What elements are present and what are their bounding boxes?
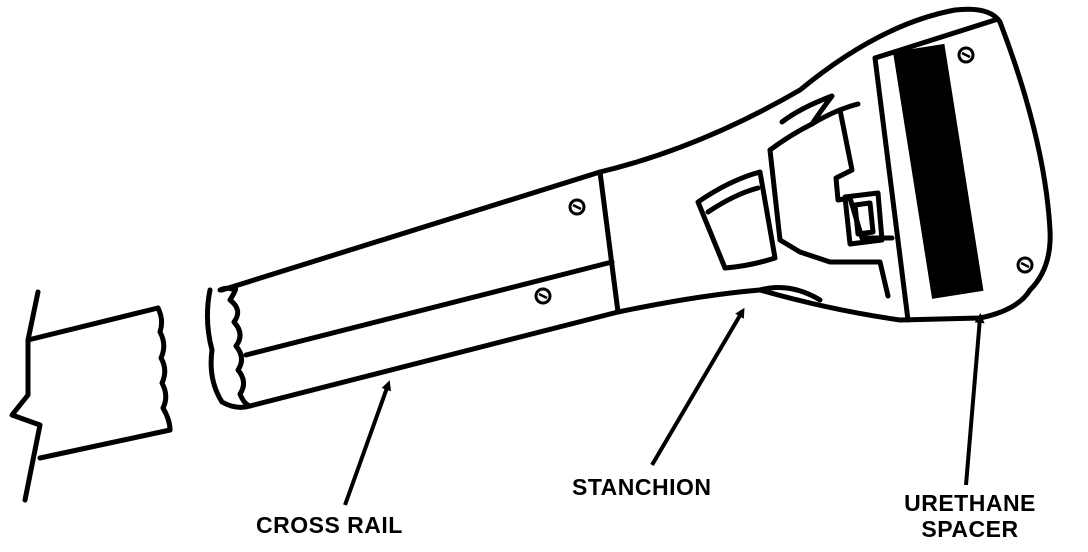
- urethane-spacer-arrow: [964, 313, 985, 486]
- cross-rail-label: CROSS RAIL: [256, 512, 403, 538]
- stanchion: [597, 6, 1053, 323]
- cross-rail: [204, 169, 621, 410]
- leader-arrows: [343, 307, 985, 506]
- cross-rail-arrow: [343, 380, 392, 506]
- cross-rail-fragment: [9, 289, 173, 503]
- stanchion-arrow: [650, 307, 745, 467]
- urethane-spacer-label-line2: SPACER: [921, 516, 1019, 542]
- urethane-spacer-label: URETHANE SPACER: [880, 490, 1060, 542]
- urethane-spacer: [893, 43, 984, 299]
- urethane-spacer-label-line1: URETHANE: [904, 490, 1036, 516]
- stanchion-label: STANCHION: [572, 474, 712, 500]
